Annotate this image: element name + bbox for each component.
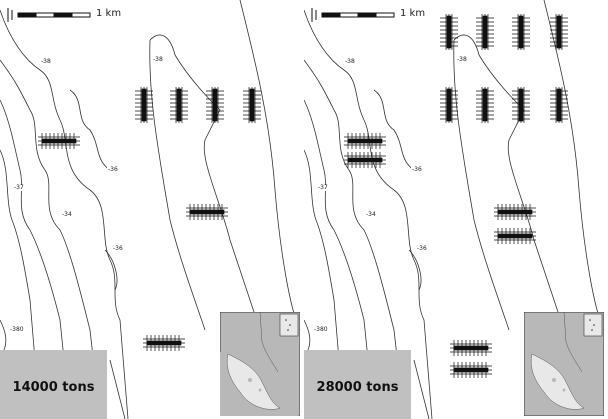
contour-label: -37 bbox=[13, 184, 25, 191]
contour-label: -37 bbox=[317, 184, 329, 191]
tons-label: 28000 tons bbox=[316, 380, 399, 395]
contour-label: -36 bbox=[107, 166, 119, 173]
inset-map bbox=[220, 312, 300, 416]
contour-label: -38 bbox=[152, 56, 164, 63]
contour-label: -36 bbox=[416, 245, 428, 252]
map-panel-28000: 1 km -38 -38 -36 -37 -34 -36 -380 28000 … bbox=[304, 0, 608, 419]
contour-label: -38 bbox=[456, 56, 468, 63]
contour-label: -38 bbox=[40, 58, 52, 65]
scale-bar bbox=[311, 8, 395, 22]
scale-label: 1 km bbox=[96, 8, 122, 19]
contour-label: -34 bbox=[61, 211, 73, 218]
tons-label-box bbox=[304, 350, 411, 419]
bathymetry-map bbox=[0, 0, 301, 419]
map-panel-14000: 1 km -38 -38 -36 -37 -34 -36 -380 14000 … bbox=[0, 0, 301, 419]
contour-label: -380 bbox=[9, 326, 25, 333]
tons-label: 14000 tons bbox=[12, 380, 95, 395]
contour-label: -380 bbox=[313, 326, 329, 333]
contour-label: -36 bbox=[112, 245, 124, 252]
bathymetry-map bbox=[304, 0, 605, 419]
contour-label: -36 bbox=[411, 166, 423, 173]
contour-label: -38 bbox=[344, 58, 356, 65]
inset-map bbox=[524, 312, 604, 416]
scale-label: 1 km bbox=[400, 8, 426, 19]
contour-label: -34 bbox=[365, 211, 377, 218]
tons-label-box bbox=[0, 350, 107, 419]
scale-bar bbox=[7, 8, 91, 22]
